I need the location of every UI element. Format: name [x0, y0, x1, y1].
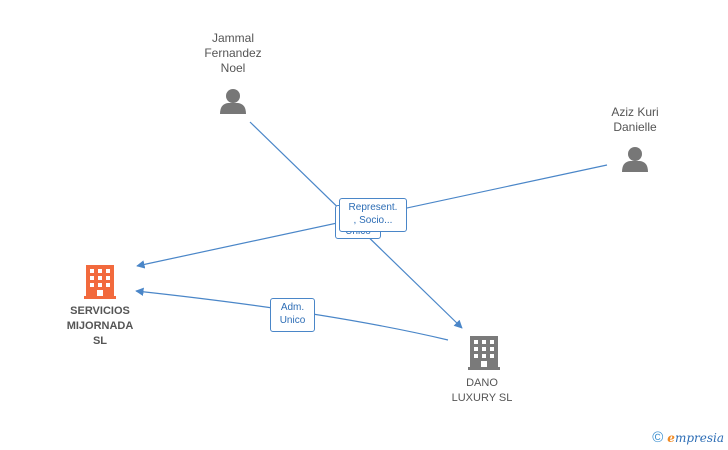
copyright-icon: © [652, 429, 664, 446]
edge-label-adm-unico[interactable]: Adm. Unico [270, 298, 315, 332]
company-label-servicios[interactable]: SERVICIOS MIJORNADA SL [66, 305, 134, 347]
person-icon[interactable] [622, 147, 648, 172]
company-label-dano[interactable]: DANO LUXURY SL [451, 377, 513, 404]
building-icon[interactable] [84, 265, 116, 299]
building-icon[interactable] [468, 336, 500, 370]
brand-name: empresia [667, 430, 724, 445]
person-label-aziz[interactable]: Aziz Kuri Danielle [611, 105, 659, 134]
brand-watermark: © empresia [652, 429, 724, 446]
person-icon[interactable] [220, 89, 246, 114]
edge-label-represent-socio[interactable]: Represent. , Socio... [339, 198, 407, 232]
person-label-jammal[interactable]: Jammal Fernandez Noel [204, 31, 262, 75]
